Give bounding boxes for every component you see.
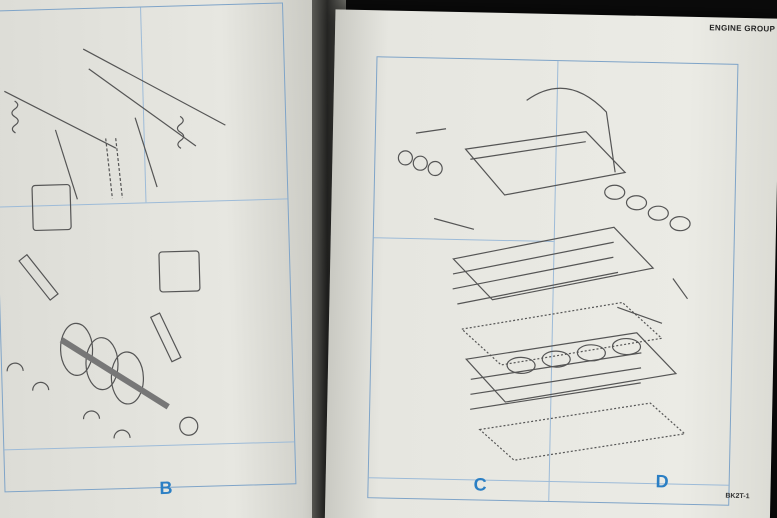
head-gasket [460,301,663,366]
cylinder-fins [470,352,642,410]
cylinder-head-cover [464,131,627,196]
valve-spring [176,115,185,149]
section-label-d: D [655,471,669,492]
valve [134,117,158,188]
timing-chain [105,138,113,199]
valve [54,129,78,200]
intake-ring [625,195,648,211]
crank-web [85,337,119,391]
cylinder-bore [541,350,571,368]
right-exploded-diagram [397,87,691,461]
intake-ring [647,205,669,221]
piston [158,250,201,293]
bolt [617,306,663,324]
camshaft [88,68,197,147]
spark-plug [672,278,688,300]
section-label-c: C [473,474,487,495]
oil-seal [179,416,199,436]
crank-web [59,322,94,376]
page-header: ENGINE GROUP [709,23,776,34]
bearing-shell [82,410,101,420]
piston [31,183,72,232]
breather-hose [526,87,616,173]
valve-bucket [397,150,413,166]
base-gasket [478,402,687,461]
bearing-shell [6,362,24,372]
valve-spring [11,100,19,134]
page-code: BK2T-1 [725,492,750,501]
crankshaft [59,337,170,410]
cover-edge [470,141,586,160]
cylinder-bore [506,356,536,374]
crank-web [110,351,145,405]
bolt [415,128,447,134]
left-page: B [0,0,338,518]
cylinder-block [464,332,678,403]
camshaft [82,48,226,126]
section-label-b: B [159,477,173,499]
connecting-rod [149,312,182,363]
bearing-shell [32,381,50,391]
timing-chain [115,138,123,199]
left-exploded-diagram [4,48,226,439]
valve-bucket [412,155,428,171]
valve-bucket [427,160,443,177]
cylinder-head [452,226,655,301]
bearing-shell [113,429,131,439]
right-diagram-frame [367,56,739,506]
intake-ring [604,184,626,200]
right-page: ENGINE GROUP [324,9,777,518]
head-fins [452,241,619,305]
left-diagram-frame [0,2,297,493]
bolt [433,217,475,230]
rocker-shaft [4,90,117,149]
cylinder-bore [611,337,642,356]
intake-ring [669,216,691,232]
connecting-rod [18,253,59,301]
